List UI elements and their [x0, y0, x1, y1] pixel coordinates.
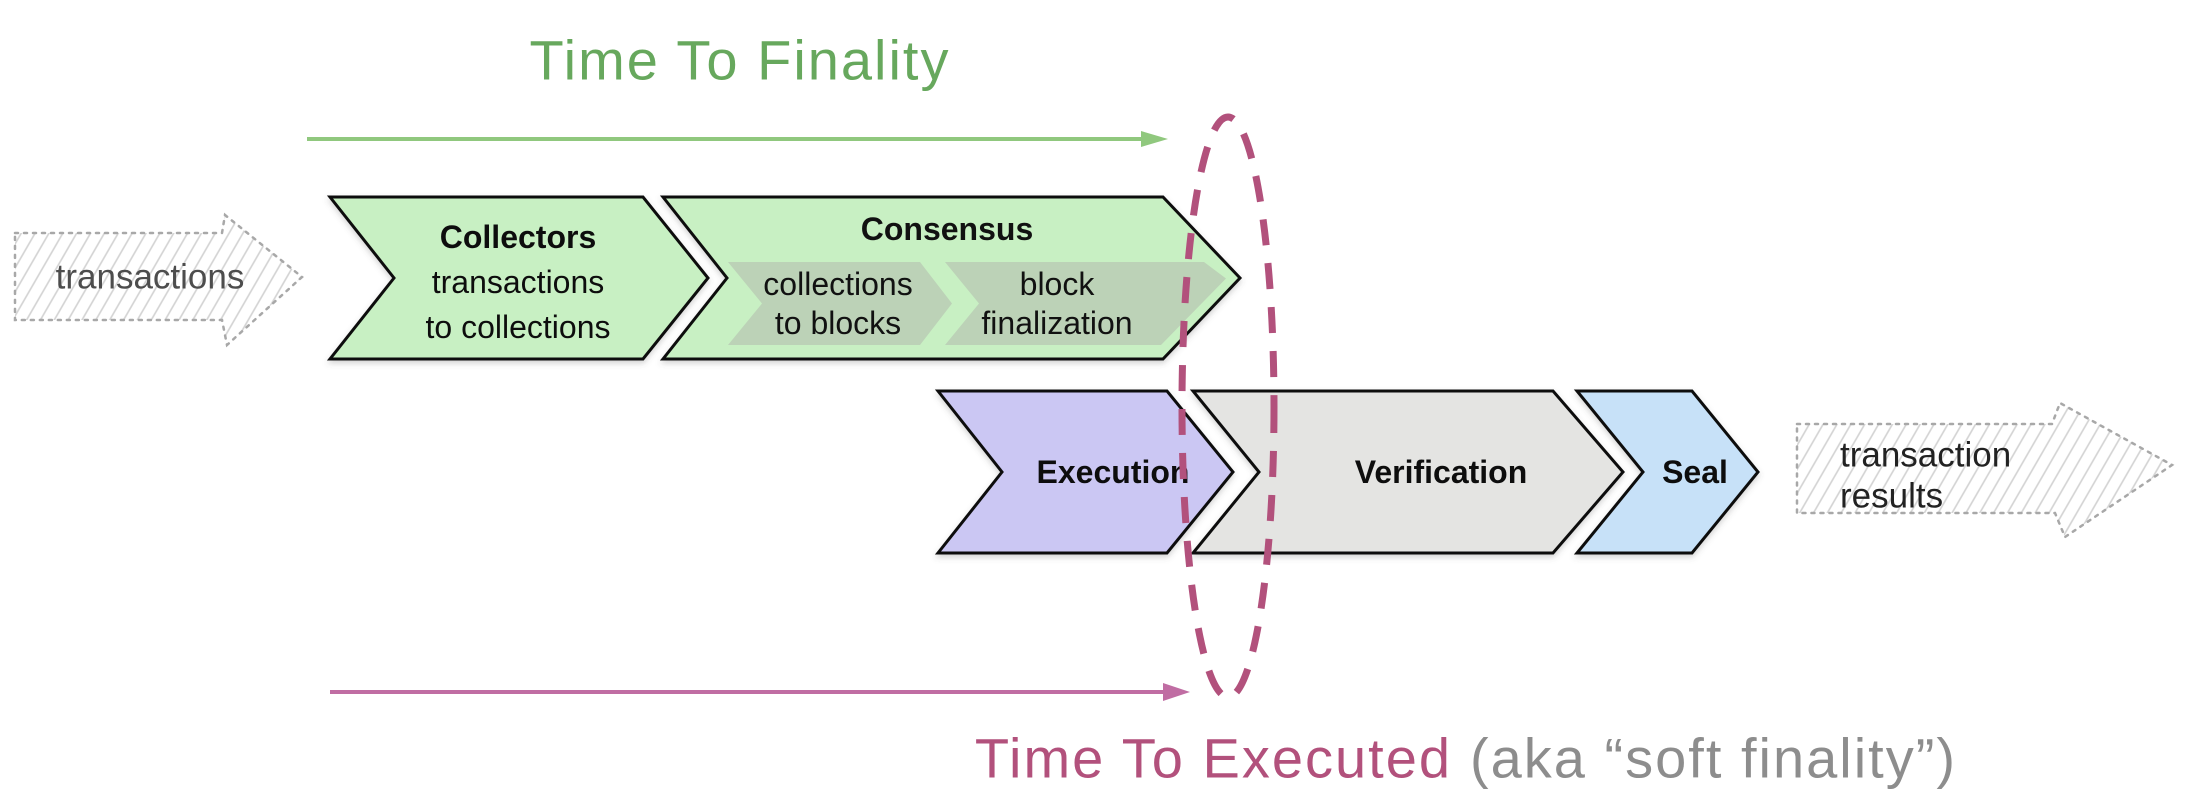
collectors-line1: transactions	[432, 264, 605, 300]
soft-finality-boundary-ellipse	[1178, 113, 1278, 701]
transaction-results-output-arrow: transaction results	[1795, 401, 2175, 539]
time-to-executed-caption: Time To Executed	[975, 727, 1452, 790]
time-to-executed-arrow	[330, 683, 1190, 701]
seal-chevron	[1573, 389, 1760, 555]
execution-chevron	[934, 389, 1235, 555]
consensus-sub1-line2: to blocks	[775, 305, 901, 341]
collectors-line2: to collections	[426, 309, 611, 345]
consensus-sub2-line1: block	[1020, 266, 1096, 302]
collectors-chevron	[326, 195, 710, 361]
time-to-executed-arrowhead-icon	[1163, 683, 1190, 701]
seal-stage: Seal	[1573, 389, 1760, 555]
transaction-results-line1: transaction	[1840, 436, 2011, 475]
consensus-sub2-line2: finalization	[981, 305, 1132, 341]
verification-stage: Verification	[1189, 389, 1625, 555]
collectors-title: Collectors	[440, 219, 596, 255]
consensus-sub-chevron-block-finalization	[945, 262, 1226, 345]
time-to-finality-arrow	[307, 131, 1168, 147]
transactions-input-label: transactions	[56, 258, 245, 297]
consensus-sub1-line1: collections	[763, 266, 912, 302]
verification-title: Verification	[1355, 454, 1528, 490]
verification-chevron	[1189, 389, 1625, 555]
time-to-finality-arrowhead-icon	[1141, 131, 1168, 147]
transactions-input-arrow-shape	[13, 212, 304, 348]
time-to-finality-title: Time To Finality	[530, 29, 951, 92]
execution-stage: Execution	[934, 389, 1235, 555]
seal-title: Seal	[1662, 454, 1728, 490]
soft-finality-caption: (aka “soft finality”)	[1470, 727, 1957, 790]
transaction-results-line2: results	[1840, 477, 1943, 516]
transaction-results-arrow-shape	[1795, 401, 2175, 539]
consensus-stage: Consensus collections to blocks block fi…	[659, 195, 1243, 361]
collectors-stage: Collectors transactions to collections	[326, 195, 710, 361]
consensus-title: Consensus	[861, 211, 1033, 247]
consensus-sub-chevron-collections-to-blocks	[728, 262, 952, 345]
transactions-input-arrow: transactions	[13, 212, 304, 348]
execution-title: Execution	[1037, 454, 1190, 490]
